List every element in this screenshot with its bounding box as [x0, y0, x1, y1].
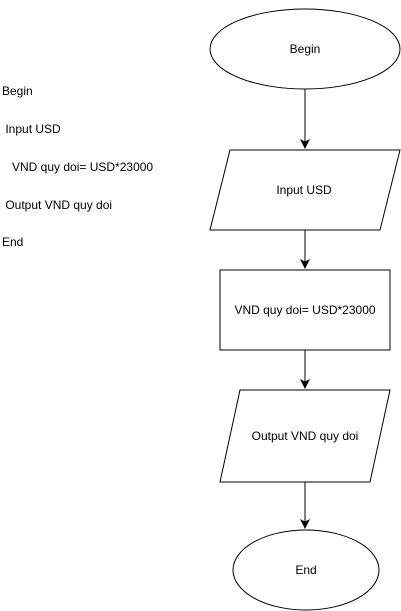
output-node: [219, 389, 391, 483]
pseudocode-line-process: VND quy doi= USD*23000: [2, 159, 154, 174]
input-node: [209, 149, 401, 231]
end-terminal-label: End: [295, 563, 316, 577]
end-terminal-node: [232, 529, 380, 611]
pseudocode-line-end: End: [2, 235, 24, 250]
output-node-label: Output VND quy doi: [252, 429, 359, 443]
pseudocode-line-output: Output VND quy doi: [2, 197, 113, 212]
pseudocode-line-begin: Begin: [2, 84, 33, 99]
process-node-label: VND quy doi= USD*23000: [234, 303, 375, 317]
input-node-label: Input USD: [276, 183, 332, 197]
pseudocode-text: Begin Input USD VND quy doi= USD*23000 O…: [2, 60, 153, 262]
process-node: [219, 269, 391, 351]
pseudocode-line-input: Input USD: [2, 121, 61, 136]
start-terminal-label: Begin: [290, 42, 321, 56]
